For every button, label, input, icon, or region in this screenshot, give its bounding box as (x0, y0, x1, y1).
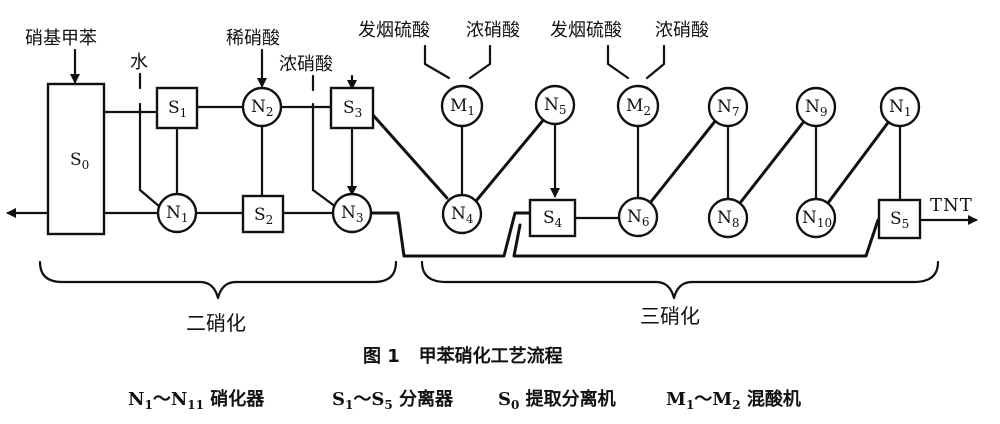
stage-third-nitration-label: 三硝化 (640, 304, 700, 328)
svg-text:S4: S4 (543, 208, 563, 230)
feed-dilute-nitric-label: 稀硝酸 (226, 28, 280, 49)
separator-s2: S2 (241, 194, 285, 234)
svg-text:N4: N4 (451, 204, 474, 226)
svg-text:N7: N7 (717, 97, 740, 119)
feed-conc-nitric-1-label: 浓硝酸 (279, 54, 333, 75)
nitrator-n5: N5 (534, 84, 576, 126)
svg-text:M2: M2 (626, 96, 651, 118)
acid-mixer-m2: M2 (616, 84, 660, 128)
brace-second-nitration (38, 260, 398, 300)
legend-separators: S1～S5 分离器 (332, 388, 454, 412)
svg-text:N9: N9 (805, 97, 828, 119)
legend-nitrators: N1～N11 硝化器 (128, 388, 265, 412)
feed-conc-nitric-3-label: 浓硝酸 (655, 20, 709, 41)
nitrator-n1: N1 (156, 192, 198, 234)
svg-text:N5: N5 (544, 95, 567, 117)
svg-text:N10: N10 (802, 208, 832, 230)
nitrator-n10: N10 (795, 197, 837, 239)
product-tnt-label: TNT (930, 195, 973, 216)
svg-text:S3: S3 (343, 98, 362, 120)
feed-oleum-2-label: 发烟硫酸 (550, 20, 622, 41)
feed-water-label: 水 (130, 52, 148, 73)
legend-extraction-separator: S0 提取分离机 (498, 388, 616, 412)
svg-text:M1: M1 (450, 96, 475, 118)
feed-conc-nitric-2-label: 浓硝酸 (466, 20, 520, 41)
svg-text:S0: S0 (70, 150, 89, 172)
feed-toluene-label: 硝基甲苯 (25, 28, 97, 49)
nitrator-n4: N4 (441, 193, 483, 235)
svg-text:N1: N1 (889, 97, 912, 119)
svg-text:S1: S1 (168, 98, 187, 120)
acid-mixer-m1: M1 (440, 84, 484, 128)
svg-text:S2: S2 (254, 205, 273, 227)
brace-third-nitration (420, 260, 940, 300)
svg-text:N6: N6 (627, 207, 650, 229)
nitrator-n6: N6 (617, 196, 659, 238)
nitrator-n7: N7 (707, 86, 749, 128)
flow-lines (6, 44, 978, 258)
legend-acid-mixers: M1～M2 混酸机 (666, 388, 801, 412)
stage-second-nitration-label: 二硝化 (186, 311, 246, 335)
svg-text:N8: N8 (717, 208, 740, 230)
svg-text:N2: N2 (251, 97, 274, 119)
separator-s4: S4 (528, 198, 577, 238)
nitrator-n9: N9 (795, 86, 837, 128)
nitrator-n11: N1 (879, 86, 921, 128)
nitrator-n2: N2 (241, 86, 283, 128)
separator-s0: S0 (46, 82, 106, 236)
svg-text:S5: S5 (890, 209, 909, 231)
nitrator-n8: N8 (707, 197, 749, 239)
feed-oleum-1-label: 发烟硫酸 (358, 20, 430, 41)
separator-s1: S1 (155, 86, 199, 130)
figure-caption: 图 1 甲苯硝化工艺流程 (363, 345, 563, 367)
svg-text:N3: N3 (341, 203, 364, 225)
separator-s5: S5 (877, 198, 922, 240)
svg-text:N1: N1 (166, 203, 189, 225)
separator-s3: S3 (329, 86, 375, 130)
nitrator-n3: N3 (331, 192, 373, 234)
